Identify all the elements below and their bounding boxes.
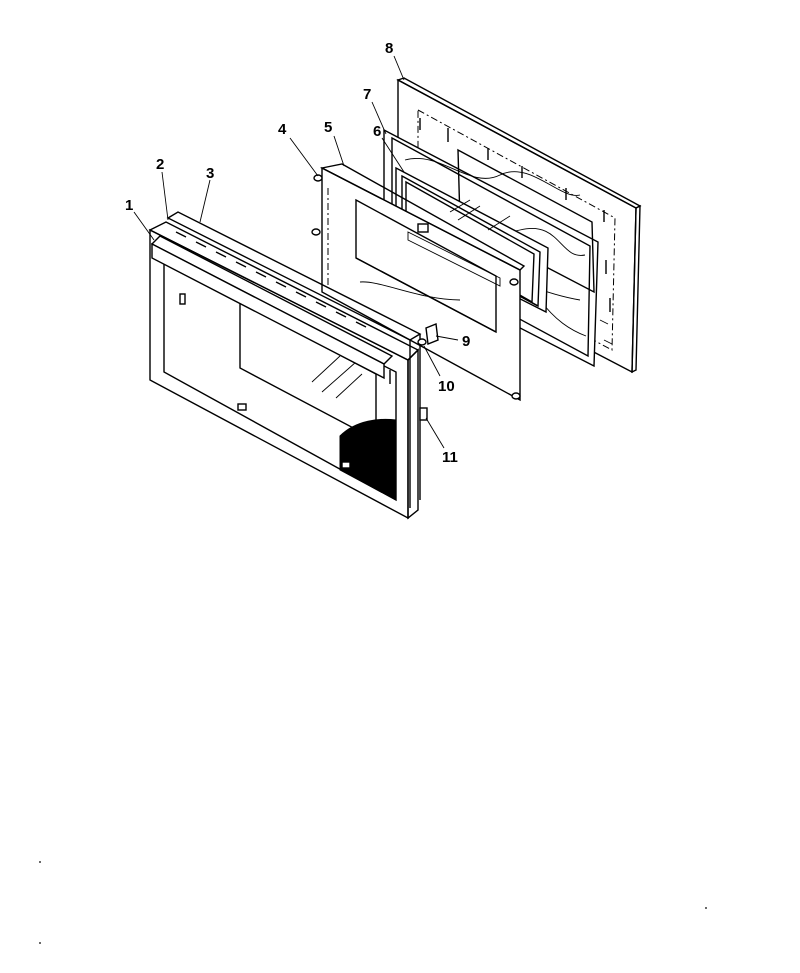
- part-1-handle: [150, 231, 394, 384]
- callout-10: 10: [438, 378, 455, 395]
- part-11-clip: [419, 407, 428, 421]
- callout-4: 4: [278, 121, 287, 138]
- callout-9: 9: [462, 333, 470, 350]
- handle-vent-slots: [175, 231, 367, 328]
- callout-5: 5: [324, 119, 332, 136]
- callout-1: 1: [125, 197, 133, 214]
- part-2-outer-door: [148, 221, 420, 520]
- callout-6: 6: [373, 123, 381, 140]
- part-5-door-liner: [311, 163, 526, 402]
- callouts: 1 2 3 4 5 6 7 8 9 10 11: [125, 40, 470, 466]
- callout-7: 7: [363, 86, 371, 103]
- callout-8: 8: [385, 40, 393, 57]
- callout-3: 3: [206, 165, 214, 182]
- callout-2: 2: [156, 156, 164, 173]
- scan-specks: [39, 861, 707, 944]
- callout-11: 11: [442, 449, 458, 466]
- part-9-hinge-bracket: [425, 323, 439, 345]
- leader-lines: [133, 55, 459, 449]
- part-10-screw: [417, 338, 427, 346]
